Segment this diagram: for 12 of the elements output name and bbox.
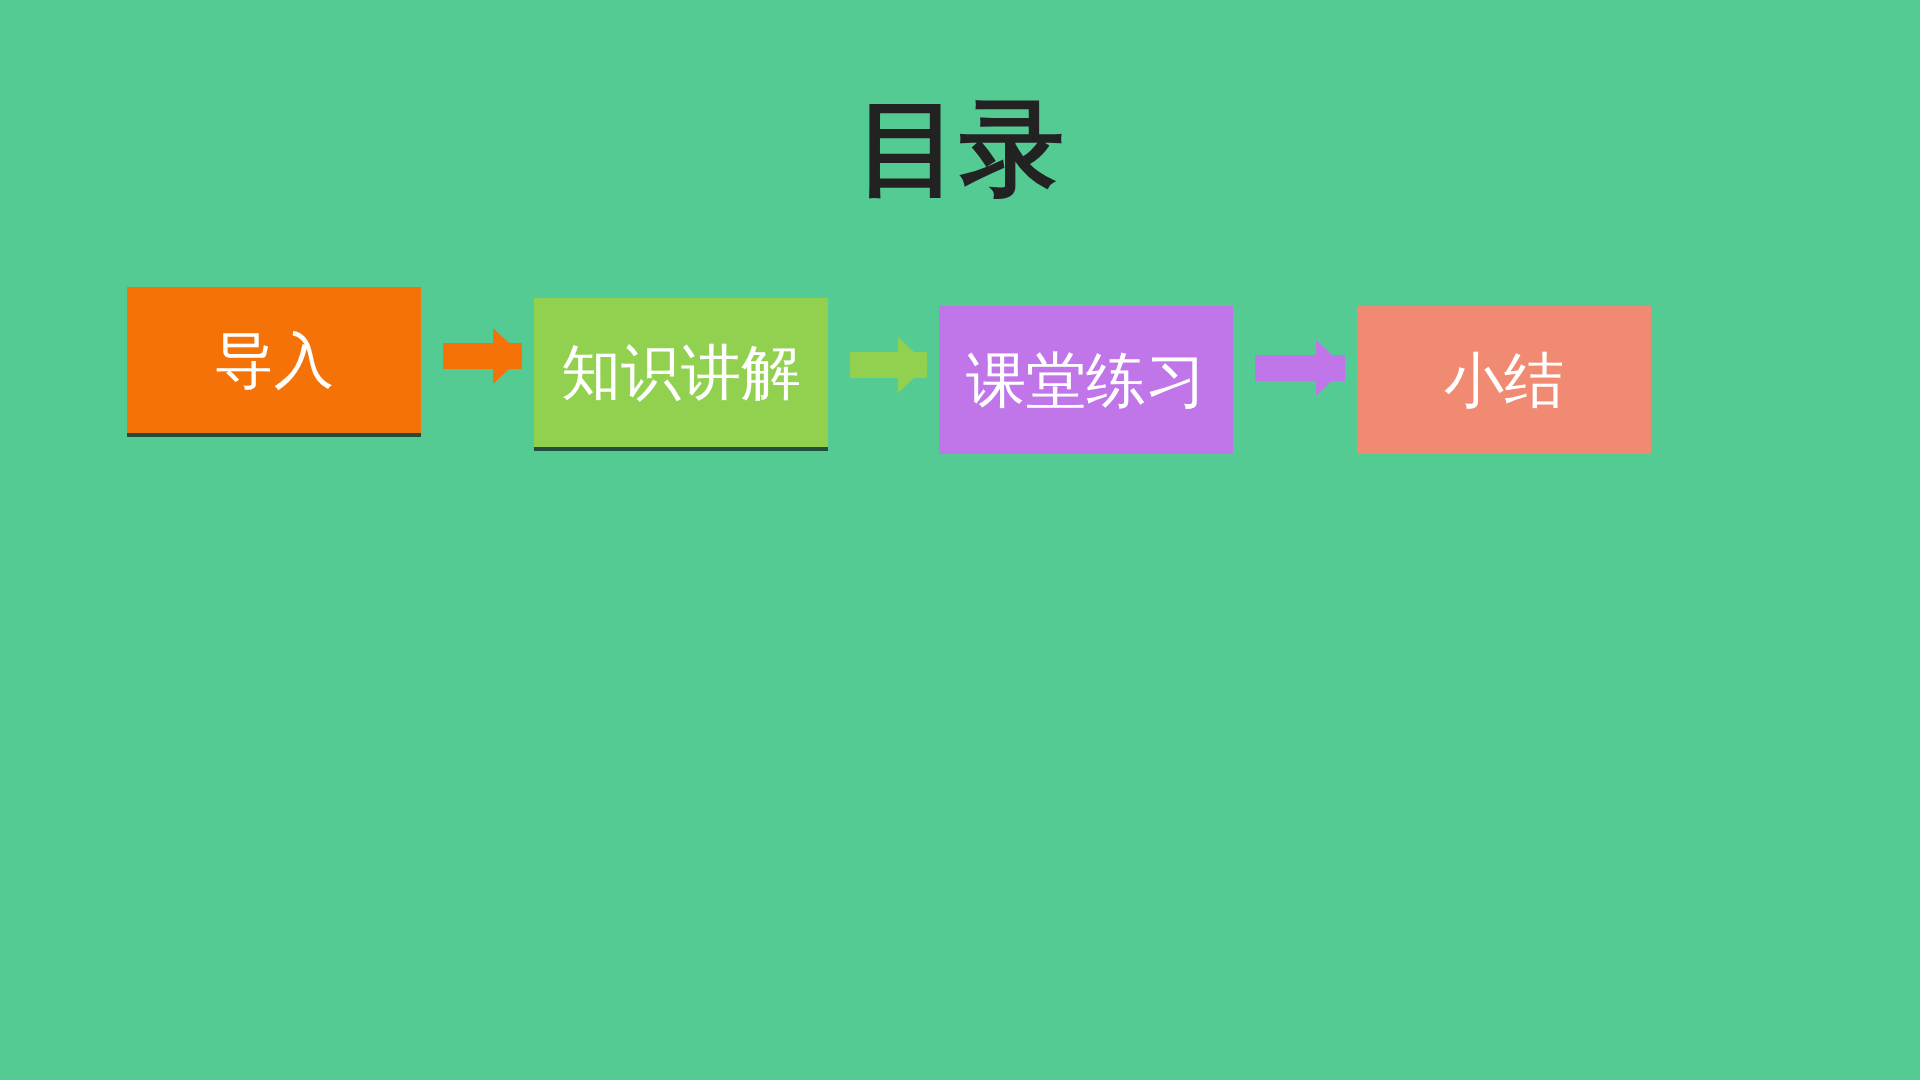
box-label: 小结 xyxy=(1444,343,1564,417)
process-box xyxy=(939,306,1233,454)
box-label: 导入 xyxy=(214,323,334,397)
title: 目录 xyxy=(856,96,1064,200)
arrow xyxy=(443,328,523,384)
arrow xyxy=(850,337,928,393)
box-label: 课堂练习 xyxy=(966,343,1206,417)
process-box xyxy=(127,287,421,437)
box-label: 知识讲解 xyxy=(561,336,801,409)
arrow xyxy=(1255,340,1346,396)
process-box xyxy=(534,298,828,451)
process-box xyxy=(1357,306,1651,454)
